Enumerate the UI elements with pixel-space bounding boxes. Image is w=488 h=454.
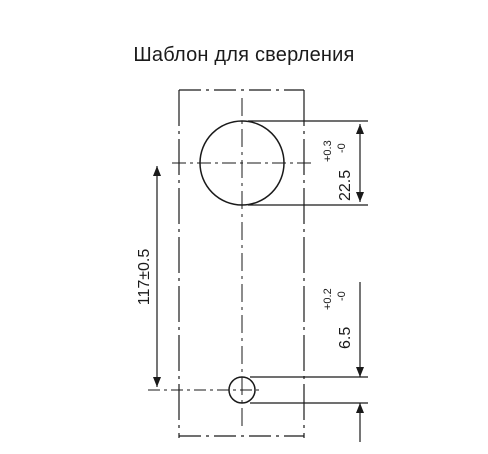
small-hole-upper-tol: +0.2 [322,288,334,310]
template-outline [178,89,305,438]
large-hole-lower-tol: -0 [336,143,348,153]
hole-spacing-label: 117±0.5 [136,249,153,306]
small-hole-value: 6.5 [337,327,354,349]
large-hole-upper-tol: +0.3 [322,140,334,162]
large-hole-value: 22.5 [337,170,354,201]
page-title: Шаблон для сверления [133,44,355,66]
small-hole-lower-tol: -0 [336,291,348,301]
large-hole-dimension [248,120,368,206]
small-hole-dimension [250,282,368,442]
